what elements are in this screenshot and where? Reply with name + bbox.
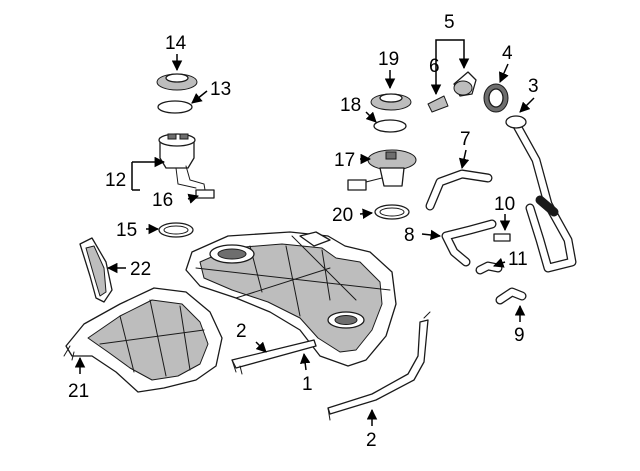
fuel-tank [185,231,397,367]
bracket [79,237,113,303]
callout-10: 10 [494,194,515,215]
callout-19: 19 [378,49,399,70]
callout-4: 4 [502,43,513,64]
callout-20: 20 [332,205,353,226]
callout-14: 14 [165,33,187,54]
callout-5: 5 [444,12,455,33]
callout-1: 1 [302,374,313,395]
callout-18: 18 [340,95,361,116]
gasket-15 [158,222,194,238]
gasket-20 [374,204,410,220]
seal-18 [373,119,407,133]
lock-ring-14 [156,73,198,91]
hose-9 [495,287,527,305]
callout-2-left: 2 [236,321,247,342]
callout-6: 6 [429,56,440,77]
callout-8: 8 [404,225,415,246]
callout-22: 22 [130,259,151,280]
fuel-cap [453,71,477,97]
callout-7: 7 [460,129,471,150]
callout-21: 21 [68,381,89,402]
leader-lines [74,39,535,426]
hose-8 [441,219,497,267]
cap-tether [427,95,449,113]
hose-clip-10 [493,233,511,242]
seal-13 [157,100,193,114]
fuel-pump-assembly [158,133,215,199]
callout-16: 16 [152,190,173,211]
callout-17: 17 [334,150,355,171]
callout-12: 12 [105,170,126,191]
fuel-sender-unit [347,149,417,191]
hose-7 [425,169,493,211]
callout-15: 15 [116,220,137,241]
heat-shield [63,287,223,393]
filler-seal [483,83,509,113]
callout-11: 11 [508,249,528,270]
callout-9: 9 [514,325,525,346]
lock-ring-19 [370,93,412,111]
callout-13: 13 [210,79,231,100]
filler-pipe [505,115,577,273]
hose-11 [475,261,503,275]
strap-left [231,339,317,375]
callout-labels: 14 13 12 16 15 22 21 2 1 2 19 18 17 20 5… [68,12,539,451]
strap-right [327,311,431,421]
callout-3: 3 [528,76,539,97]
callout-2-right: 2 [366,430,377,451]
